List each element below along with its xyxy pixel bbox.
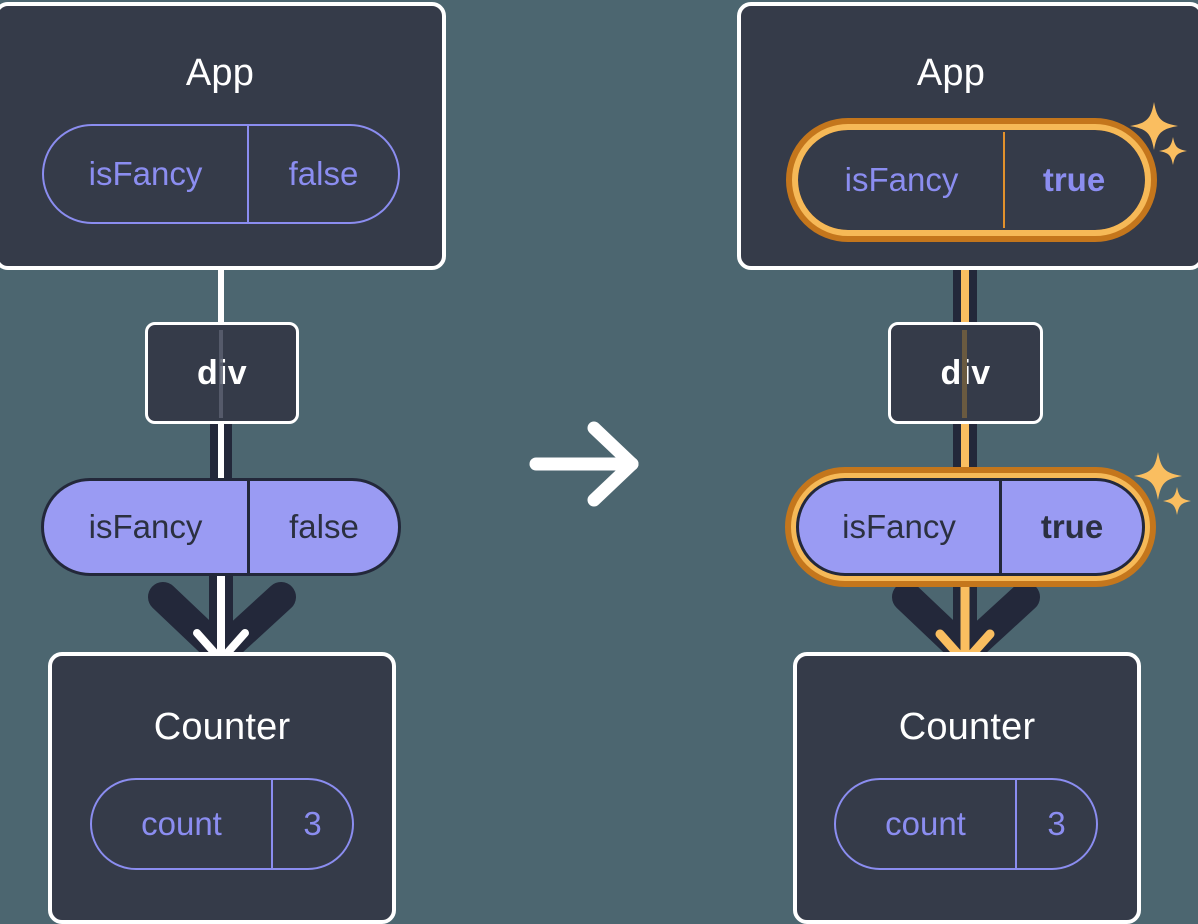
sparkle-icon-prop-right — [1134, 452, 1191, 515]
app-title-left: App — [185, 52, 255, 94]
counter-title-right: Counter — [898, 706, 1036, 748]
counter-state-key-right: count — [885, 805, 966, 842]
prop-value-left: false — [247, 481, 398, 573]
prop-key-left: isFancy — [88, 508, 203, 545]
wire-app-to-div-right — [961, 214, 969, 326]
wire-through-div-left — [219, 330, 223, 418]
prop-pill-left[interactable]: isFancy false — [41, 478, 401, 576]
counter-state-value-left: 3 — [271, 780, 352, 868]
prop-key-right: isFancy — [842, 508, 956, 545]
transition-right-arrow-icon — [529, 421, 639, 507]
wire-through-div-right — [962, 330, 967, 418]
app-component-box-right: App — [737, 2, 1198, 270]
sparkle-icon-app-right — [1130, 102, 1187, 165]
prop-pill-right[interactable]: isFancy true — [796, 478, 1145, 576]
wire-div-to-prop-right — [961, 420, 969, 482]
app-state-key-left: isFancy — [88, 155, 203, 192]
counter-state-key-left: count — [141, 805, 222, 842]
counter-state-pill-left[interactable]: count 3 — [90, 778, 354, 870]
app-state-pill-right[interactable]: isFancy true — [798, 130, 1145, 230]
app-state-key-right: isFancy — [844, 161, 959, 198]
app-state-pill-left[interactable]: isFancy false — [42, 124, 400, 224]
counter-state-pill-right[interactable]: count 3 — [834, 778, 1098, 870]
app-state-value-left: false — [247, 126, 398, 222]
wire-app-to-div-left — [218, 266, 224, 326]
counter-state-value-right: 3 — [1015, 780, 1096, 868]
wire-div-to-prop-left — [218, 420, 224, 482]
app-state-value-right: true — [1003, 132, 1143, 228]
prop-value-right: true — [999, 481, 1142, 573]
counter-title-left: Counter — [153, 706, 291, 748]
app-title-right: App — [916, 52, 986, 94]
